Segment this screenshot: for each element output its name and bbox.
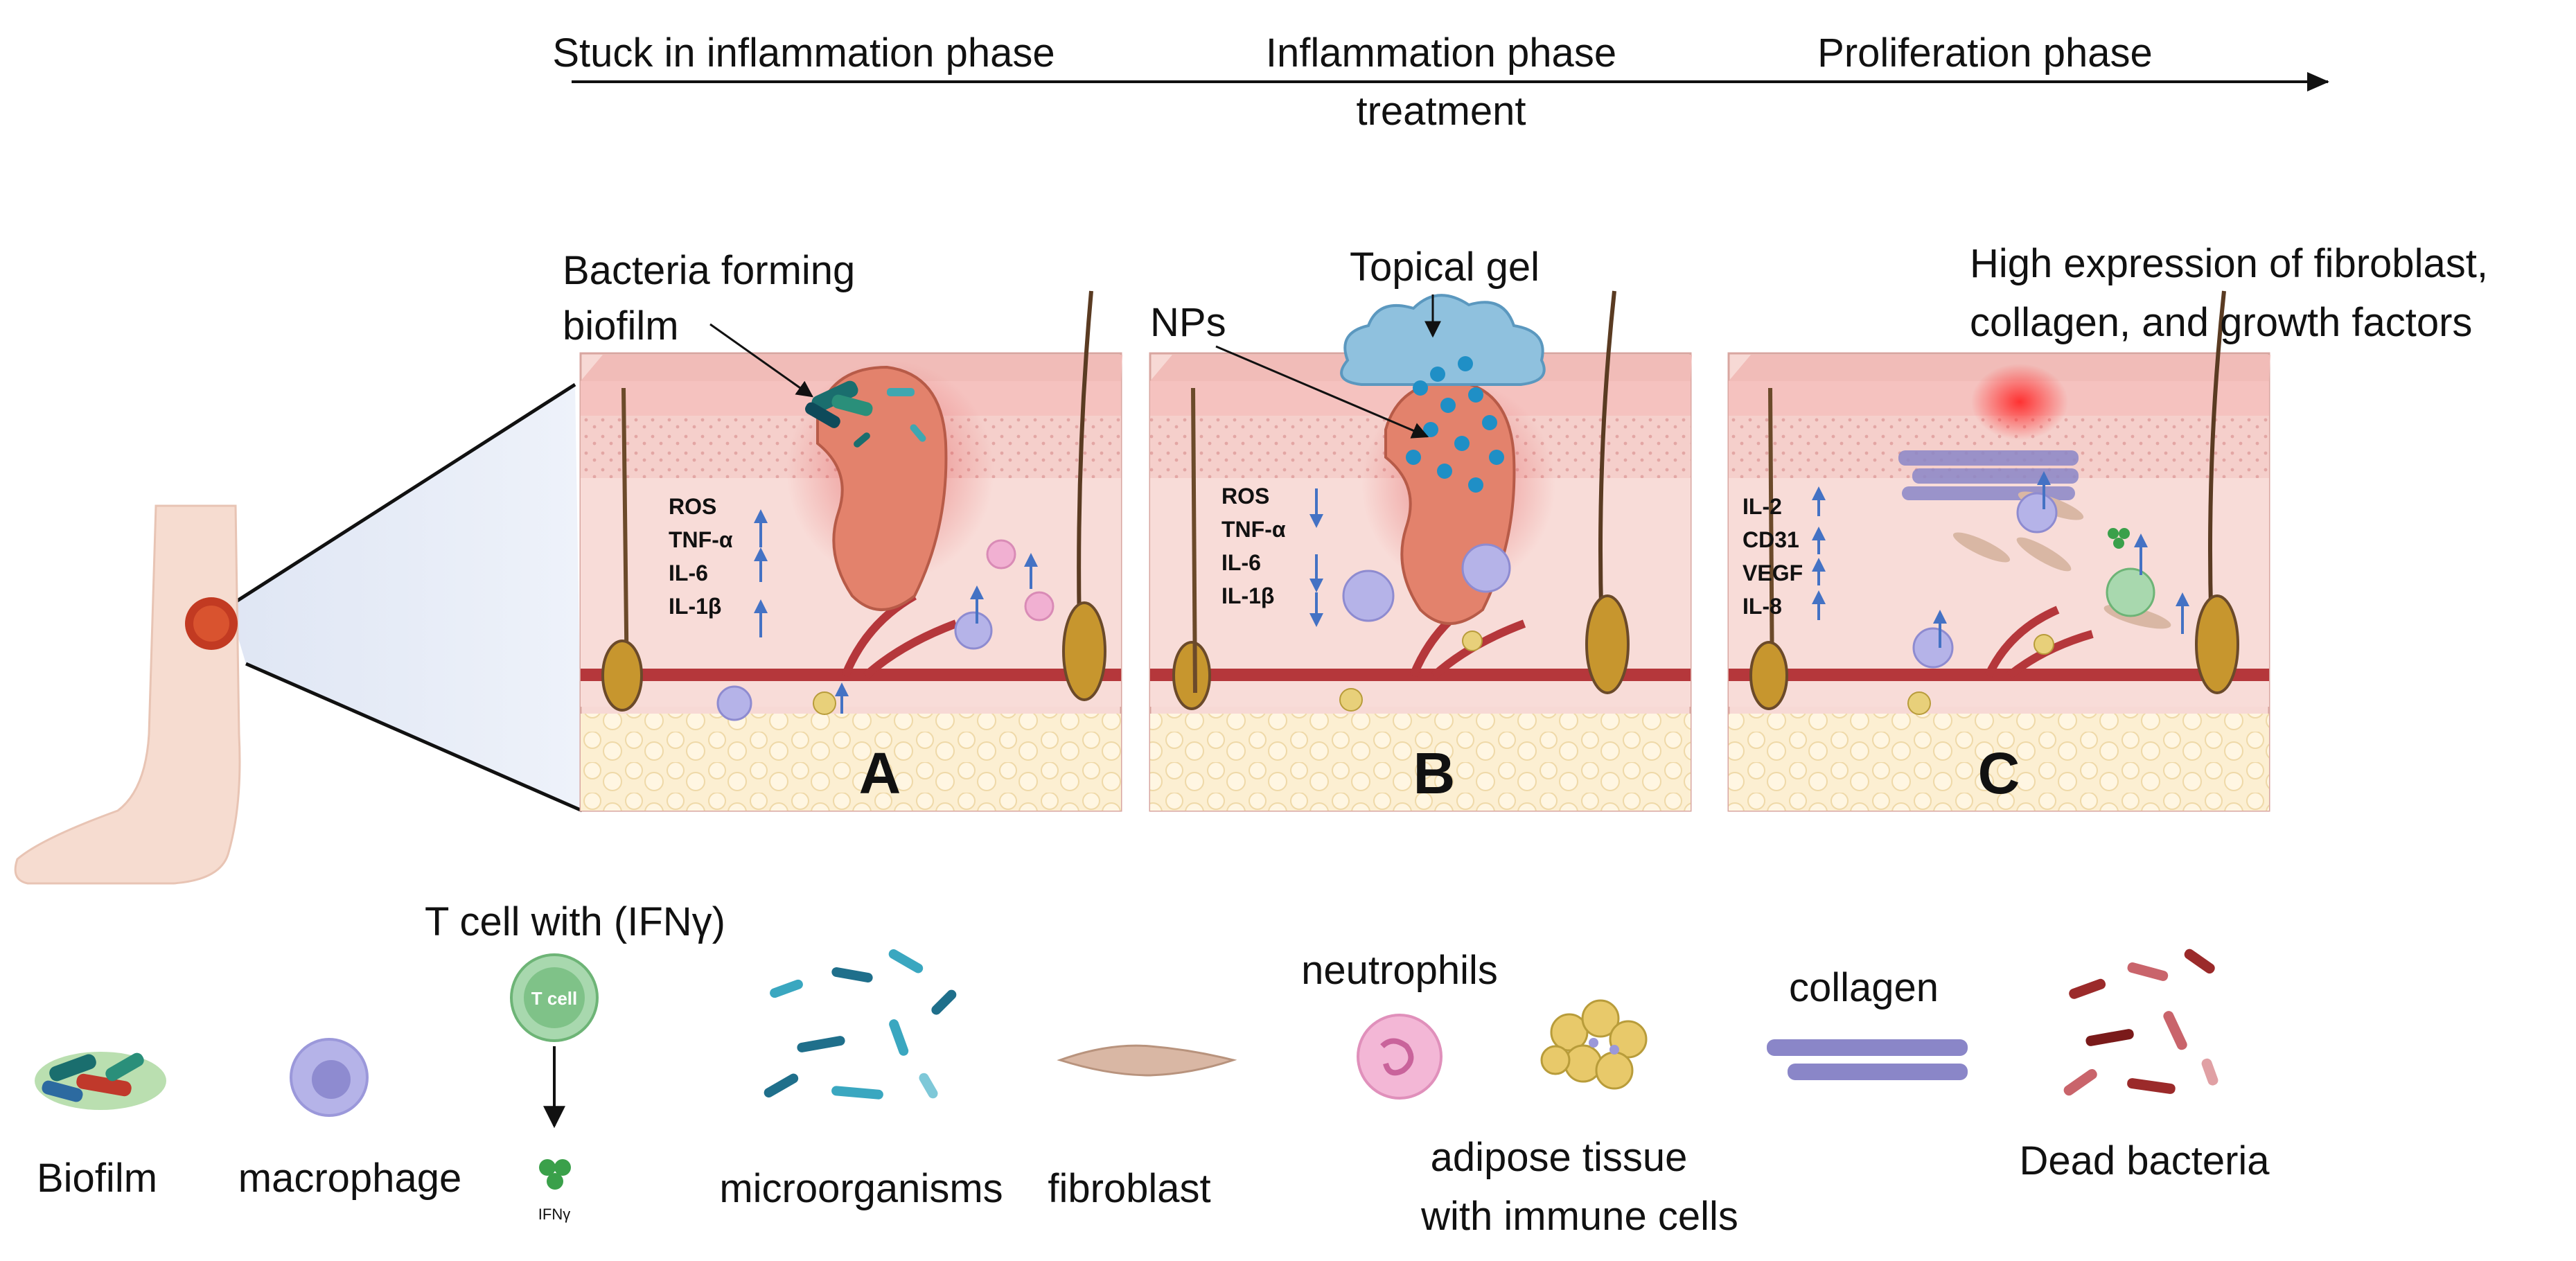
macrophage-cell	[1912, 627, 1954, 669]
ifng-small-label: IFNγ	[538, 1206, 570, 1223]
panel-a-callout: Bacteria forming biofilm	[563, 248, 855, 398]
panel-a-markers: ROS TNF-α IL-6 IL-1β	[669, 494, 768, 637]
collagen-icon	[1767, 1039, 1968, 1056]
phase-3-label: Proliferation phase	[1817, 30, 2153, 76]
callout-c-line-1: High expression of fibroblast,	[1970, 241, 2488, 286]
callout-c-line-2: collagen, and growth factors	[1970, 300, 2472, 345]
marker-label: IL-6	[669, 561, 708, 585]
t-cell-icon-text: T cell	[531, 988, 577, 1009]
fibroblast-cell	[1952, 532, 2011, 563]
legend-dead-bacteria: Dead bacteria	[2019, 949, 2270, 1183]
legend-adipose-line-2: with immune cells	[1420, 1194, 1738, 1239]
marker-label: VEGF	[1743, 561, 1803, 585]
legend-adipose: adipose tissue with immune cells	[1420, 999, 1738, 1239]
panel-c-letter: C	[1978, 741, 2020, 806]
legend-microorganisms-label: microorganisms	[719, 1166, 1003, 1211]
callout-a-line-1: Bacteria forming	[563, 248, 855, 293]
microorganisms-icon	[764, 949, 957, 1100]
legend-microorganisms: microorganisms	[719, 949, 1003, 1211]
panel-a-letter: A	[859, 741, 901, 806]
collagen-bundle	[1898, 450, 2079, 500]
legend-biofilm: Biofilm	[35, 1052, 166, 1201]
leg-illustration	[14, 382, 583, 885]
neutrophil-cell	[986, 539, 1016, 570]
timeline: Stuck in inflammation phase Inflammation…	[552, 30, 2329, 134]
marker-label: IL-2	[1743, 494, 1782, 519]
marker-label: TNF-α	[1221, 517, 1286, 542]
biofilm-cluster	[805, 380, 926, 448]
legend-fibroblast-label: fibroblast	[1048, 1166, 1210, 1211]
zoom-cone	[229, 385, 582, 811]
panel-b-markers: ROS TNF-α IL-6 IL-1β	[1221, 484, 1323, 627]
neutrophil-cell	[1024, 591, 1055, 621]
marker-label: IL-6	[1221, 550, 1261, 575]
callout-topical-gel: Topical gel	[1350, 245, 1540, 290]
leg-shape	[14, 504, 241, 885]
zoom-line-bottom	[245, 662, 583, 813]
legend-tcell: T cell with (IFNγ) T cell IFNγ	[425, 899, 725, 1223]
blood-vessel	[581, 669, 1121, 681]
nanoparticles	[1406, 356, 1504, 493]
marker-label: IL-1β	[1221, 583, 1274, 608]
legend-biofilm-label: Biofilm	[37, 1156, 157, 1201]
marker-label: CD31	[1743, 527, 1799, 552]
marker-label: TNF-α	[669, 527, 733, 552]
adipose-cell	[813, 691, 836, 715]
healing-spot	[1971, 364, 2068, 440]
legend-dead-bacteria-label: Dead bacteria	[2019, 1138, 2270, 1183]
panel-b-callouts: Topical gel NPs	[1150, 245, 1540, 439]
phase-1-label: Stuck in inflammation phase	[552, 30, 1055, 76]
macrophage-cell	[1342, 570, 1395, 622]
panel-b: ROS TNF-α IL-6 IL-1β B	[1149, 290, 1692, 812]
topical-gel	[1340, 294, 1546, 386]
marker-label: ROS	[1221, 484, 1269, 509]
callout-nps: NPs	[1150, 300, 1226, 345]
hair-follicle-2	[1062, 601, 1106, 701]
legend-neutrophils-label: neutrophils	[1301, 948, 1498, 993]
fat-layer	[581, 714, 1121, 811]
legend-tcell-label: T cell with (IFNγ)	[425, 899, 725, 944]
legend-neutrophils: neutrophils	[1301, 948, 1498, 1100]
panel-c: IL-2 CD31 VEGF IL-8 C	[1727, 290, 2270, 812]
callout-a-line-2: biofilm	[563, 303, 679, 349]
phase-2-sub-label: treatment	[1357, 89, 1526, 134]
panel-a: ROS TNF-α IL-6 IL-1β A	[579, 290, 1122, 812]
phase-2-label: Inflammation phase	[1266, 30, 1616, 76]
marker-label: ROS	[669, 494, 716, 519]
neutrophil-icon	[1357, 1014, 1443, 1100]
legend-collagen: collagen	[1767, 965, 1968, 1080]
panel-b-letter: B	[1413, 741, 1456, 806]
timeline-arrowhead	[2307, 72, 2329, 91]
legend-collagen-label: collagen	[1789, 965, 1939, 1010]
panel-c-callout: High expression of fibroblast, collagen,…	[1970, 241, 2488, 345]
fibroblast-cell	[2016, 537, 2072, 572]
macrophage-cell	[954, 611, 993, 650]
marker-label: IL-1β	[669, 594, 721, 619]
adipose-icon	[1540, 999, 1648, 1090]
macrophage-cell	[2016, 492, 2058, 534]
macrophage-cell	[1461, 543, 1511, 593]
legend-adipose-line-1: adipose tissue	[1431, 1135, 1688, 1180]
ifng-icon	[539, 1159, 556, 1176]
t-cell	[2106, 567, 2155, 617]
marker-label: IL-8	[1743, 594, 1782, 619]
callout-a-arrow	[709, 323, 813, 398]
panel-c-markers: IL-2 CD31 VEGF IL-8	[1743, 486, 1826, 620]
legend-macrophage: macrophage	[238, 1038, 461, 1201]
legend: Biofilm macrophage T cell with (IFNγ) T …	[35, 899, 2270, 1239]
macrophage-cell	[716, 685, 752, 721]
legend-macrophage-label: macrophage	[238, 1156, 461, 1201]
zoom-line-top	[227, 382, 576, 608]
fibroblast-icon	[1057, 1044, 1237, 1077]
legend-fibroblast: fibroblast	[1048, 1044, 1237, 1211]
dead-bacteria-icon	[2063, 949, 2218, 1096]
hair-follicle	[601, 640, 643, 712]
